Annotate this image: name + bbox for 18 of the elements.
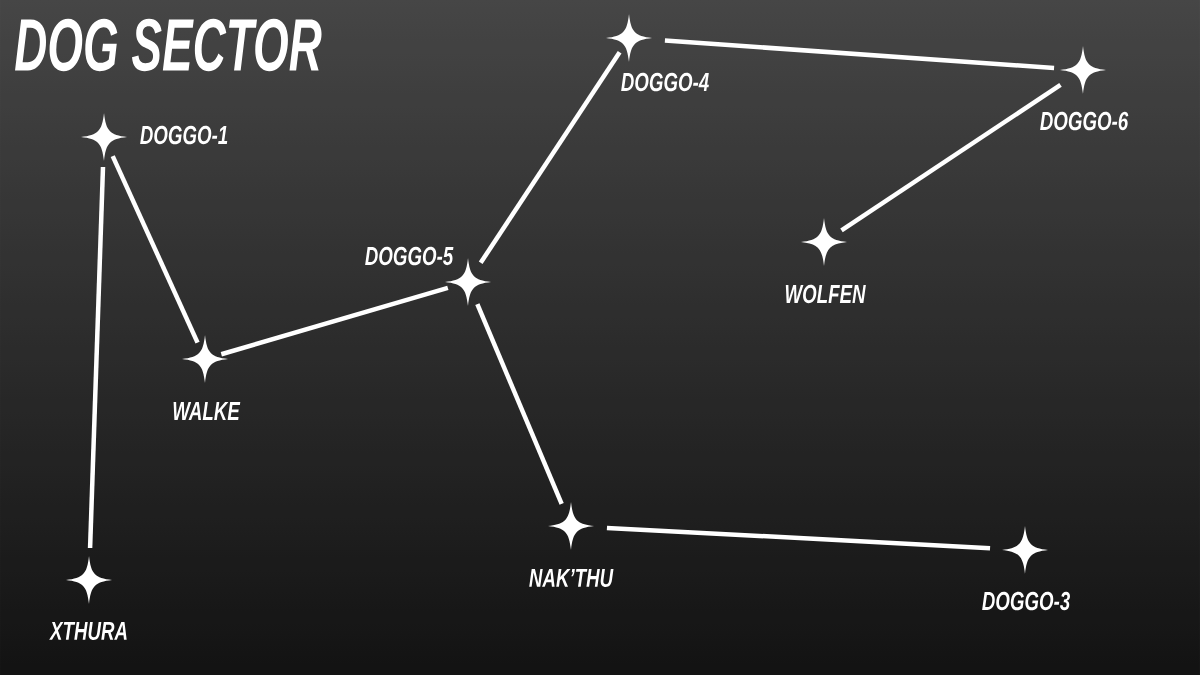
line	[840, 83, 1062, 233]
star-label: XTHURA	[49, 621, 127, 641]
star-label: WALKE	[173, 402, 241, 420]
star-label: DOGGO-6	[1040, 111, 1129, 131]
star-label: DOGGO-5	[365, 246, 454, 266]
star-label: WOLFEN	[785, 284, 866, 304]
line	[220, 285, 449, 357]
line	[87, 166, 106, 549]
line	[664, 38, 1055, 71]
star-label: NAK’THU	[529, 568, 614, 588]
line	[606, 525, 991, 551]
line	[110, 155, 200, 344]
line	[475, 303, 564, 505]
star-label: DOGGO-3	[982, 591, 1070, 611]
title: DOG SECTOR	[15, 18, 322, 72]
star-label: DOGGO-4	[621, 72, 709, 92]
line	[478, 50, 622, 265]
star-label: DOGGO-1	[140, 125, 228, 145]
